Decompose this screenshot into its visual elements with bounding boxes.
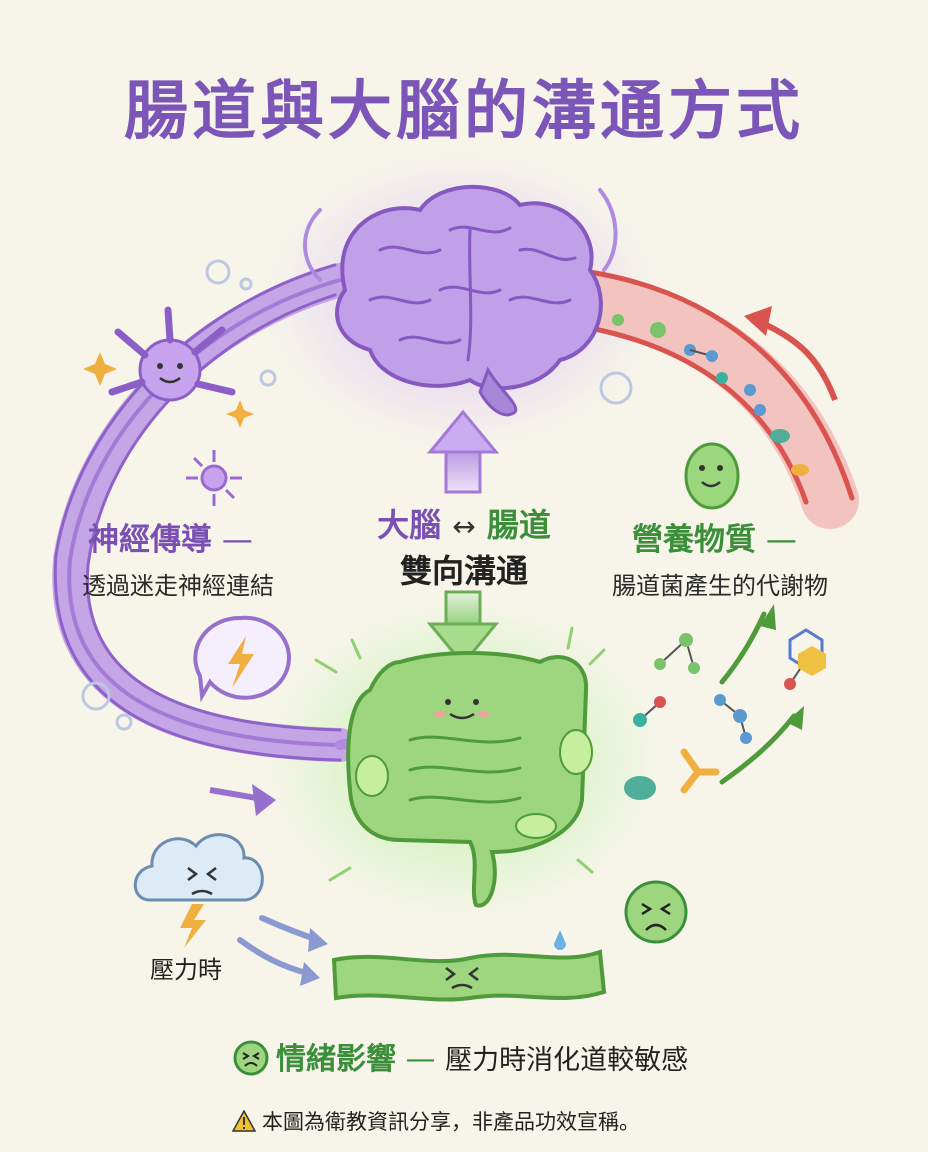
nerve-title: 神經傳導 xyxy=(88,522,212,558)
emotion-dash: — xyxy=(396,1042,446,1077)
sad-face-icon xyxy=(624,880,688,944)
blood-vessel xyxy=(561,269,859,529)
warning-icon xyxy=(232,1110,256,1132)
nutrient-heading: 營養物質 — xyxy=(632,514,797,559)
nutrient-dash: — xyxy=(756,522,797,558)
neuron-icon xyxy=(108,306,236,402)
irritated-gut-icon xyxy=(331,930,607,1002)
nerve-heading: 神經傳導 — xyxy=(88,514,253,559)
lightning-bubble-icon xyxy=(193,615,291,703)
nerve-dash: — xyxy=(212,522,253,558)
emotion-caption: 情緒影響 — 壓力時消化道較敏感 xyxy=(232,1034,688,1078)
small-neuron-icon xyxy=(186,450,242,506)
intestine-icon xyxy=(346,651,593,908)
center-subtitle: 雙向溝通 xyxy=(399,552,528,590)
sad-face-small-icon xyxy=(233,1040,269,1076)
center-heading: 大腦 ↔ 腸道 xyxy=(340,500,588,546)
nutrient-subtitle: 腸道菌產生的代謝物 xyxy=(612,572,828,600)
bacteria-icon xyxy=(684,442,740,510)
molecule-icon xyxy=(612,314,809,476)
page-title: 腸道與大腦的溝通方式 xyxy=(124,75,804,149)
storm-cloud-icon xyxy=(133,833,264,948)
gut-label: 腸道 xyxy=(486,506,551,544)
emotion-title: 情緒影響 xyxy=(276,1042,396,1077)
bubbles xyxy=(81,259,633,731)
bidirectional-arrow xyxy=(426,409,500,667)
emotion-subtitle: 壓力時消化道較敏感 xyxy=(445,1045,689,1076)
brain-label: 大腦 xyxy=(377,506,442,544)
nerve-subtitle: 透過迷走神經連結 xyxy=(82,572,274,600)
nutrient-title: 營養物質 xyxy=(632,522,756,558)
disclaimer-text: 本圖為衛教資訊分享，非產品功效宣稱。 xyxy=(262,1110,640,1134)
stress-label: 壓力時 xyxy=(150,956,222,984)
bidirectional-arrow-glyph: ↔ xyxy=(452,510,476,543)
bacteria-icon xyxy=(355,729,593,839)
metabolite-molecules xyxy=(624,628,826,800)
sparkle-icon xyxy=(83,352,254,428)
brain-icon xyxy=(303,184,618,417)
disclaimer: 本圖為衛教資訊分享，非產品功效宣稱。 xyxy=(232,1106,640,1136)
